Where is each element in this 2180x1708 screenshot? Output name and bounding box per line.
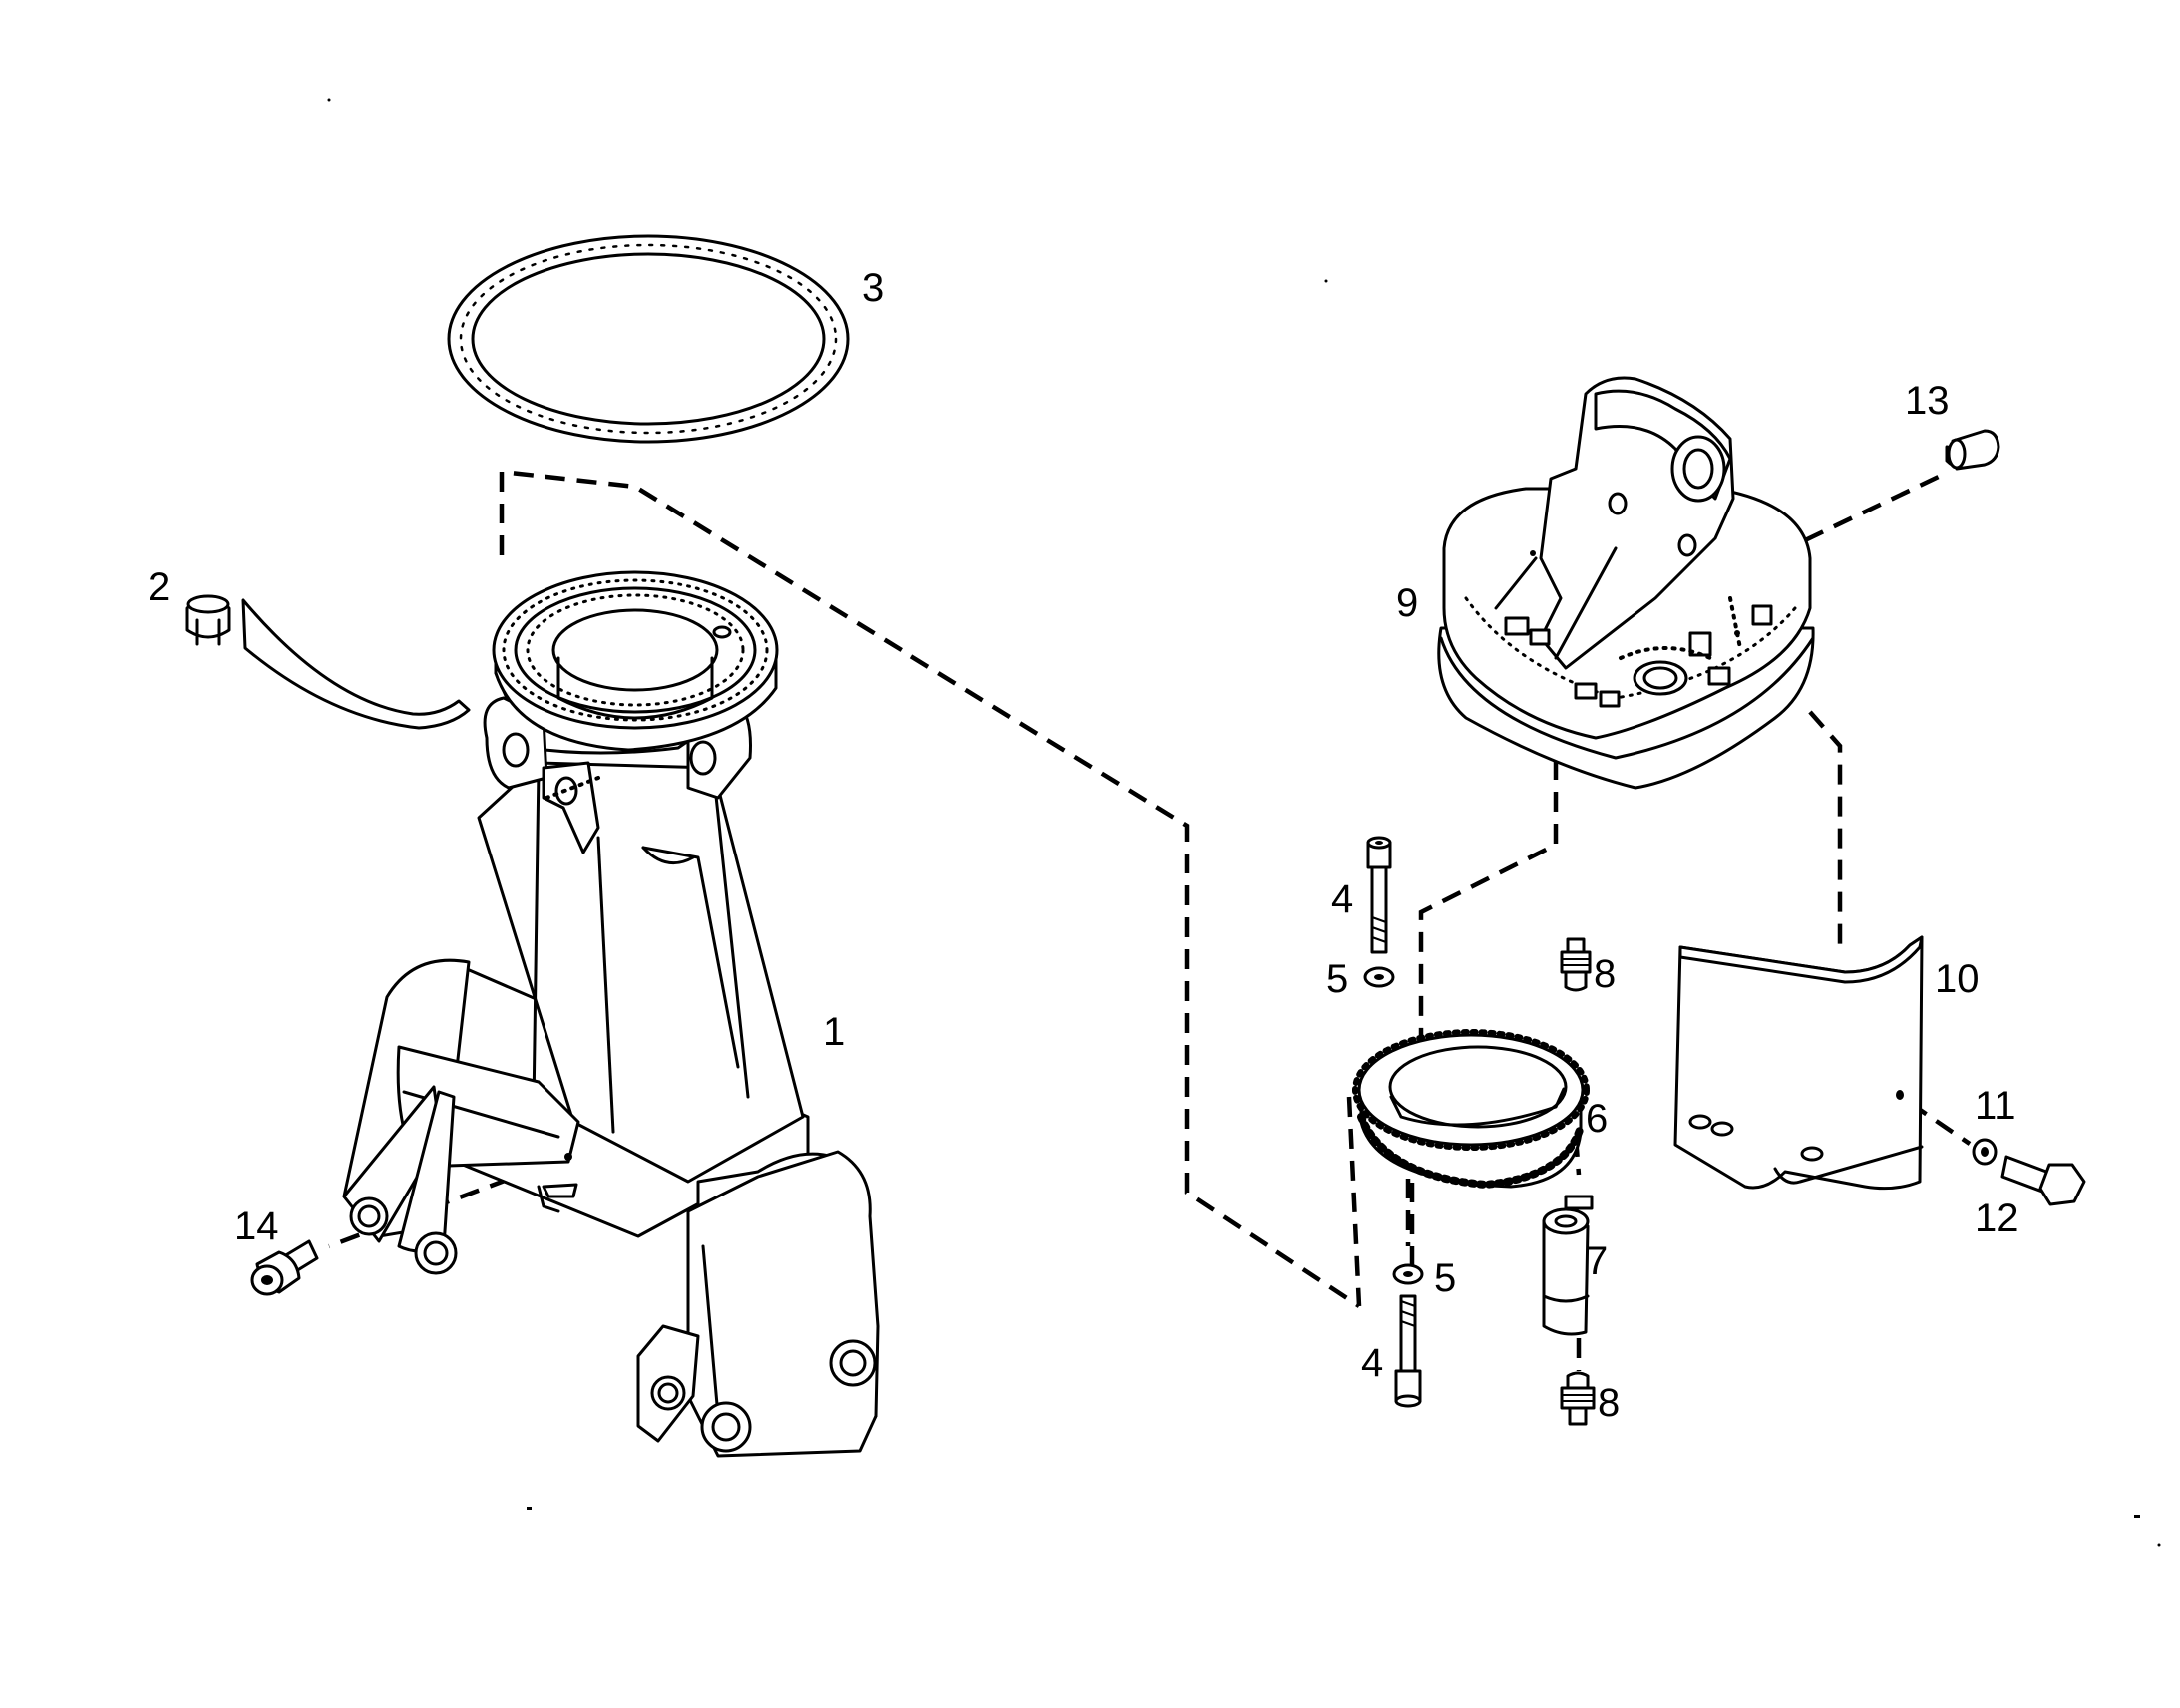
callout-5-upper: 5 — [1326, 957, 1348, 1001]
plug-part-2 — [185, 594, 231, 646]
insert-direction-arrow — [241, 598, 471, 730]
callout-10: 10 — [1935, 957, 1980, 1001]
callout-4-upper: 4 — [1331, 877, 1353, 921]
bolt-part-12 — [2000, 1155, 2086, 1206]
callout-8-upper: 8 — [1594, 952, 1616, 996]
spacer-part-7 — [1542, 1195, 1594, 1336]
rotating-head-part-9 — [1437, 376, 1815, 790]
cap-screw-part-13 — [1945, 429, 2000, 471]
callout-1: 1 — [823, 1010, 845, 1054]
callout-12: 12 — [1975, 1196, 2019, 1240]
support-stand-part-1 — [342, 570, 880, 1458]
callout-labels: 1 2 3 4 4 5 5 6 7 8 8 9 10 11 12 13 14 — [148, 266, 2019, 1425]
callout-7: 7 — [1586, 1239, 1608, 1283]
callout-4-lower: 4 — [1361, 1341, 1383, 1385]
callout-5-lower: 5 — [1434, 1256, 1456, 1300]
callout-3: 3 — [862, 266, 884, 310]
guard-plate-part-10 — [1673, 935, 1924, 1191]
washer-part-11 — [1972, 1138, 1998, 1166]
washer-part-5-lower — [1392, 1263, 1424, 1285]
callout-13: 13 — [1905, 379, 1950, 423]
screw-part-4-upper — [1366, 836, 1392, 954]
slewing-ring-part-6 — [1352, 1029, 1590, 1190]
callout-2: 2 — [148, 565, 170, 609]
callout-11: 11 — [1975, 1084, 2016, 1128]
screw-part-4-lower — [1394, 1294, 1422, 1408]
o-ring-part-3 — [447, 234, 850, 444]
scan-specks — [327, 98, 2161, 1547]
callout-8-lower: 8 — [1598, 1381, 1620, 1425]
callout-6: 6 — [1586, 1097, 1608, 1141]
washer-part-5-upper — [1363, 966, 1395, 988]
callout-14: 14 — [234, 1204, 279, 1248]
grease-nipple-part-8-lower — [1560, 1371, 1596, 1426]
callout-9: 9 — [1396, 581, 1418, 625]
grease-nipple-part-8-upper — [1560, 937, 1592, 992]
socket-screw-part-14 — [250, 1239, 319, 1296]
